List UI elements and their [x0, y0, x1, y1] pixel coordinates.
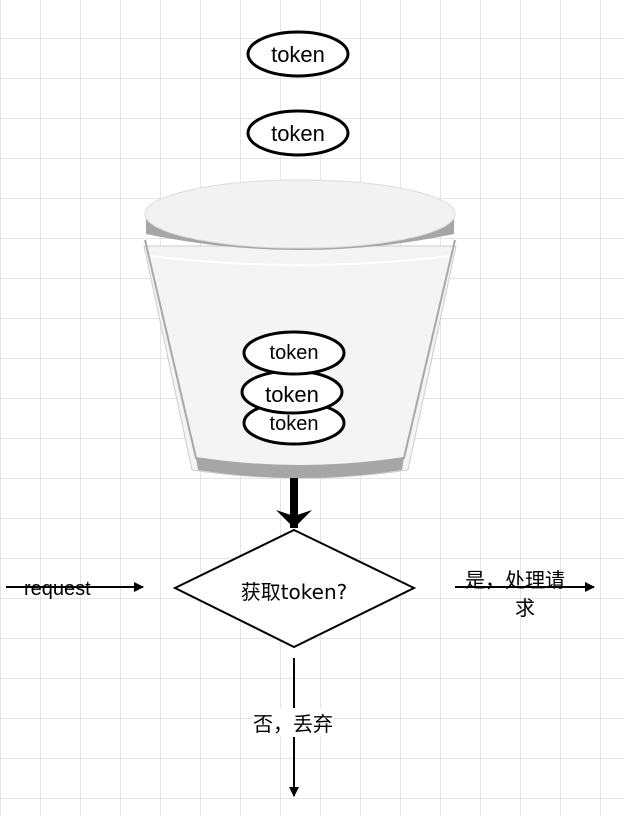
request-label: request: [24, 578, 91, 600]
stack-token-top-label: token: [269, 342, 319, 364]
stack-token-top-shape: [242, 330, 346, 376]
falling-token-1-label: token: [271, 42, 325, 67]
stack-token-middle-label: token: [265, 382, 319, 407]
falling-token-2-shape: [246, 109, 350, 157]
stack-token-bottom-label: token: [269, 413, 319, 435]
yes-branch-label-line2: 求: [515, 596, 535, 620]
falling-token-2-label: token: [271, 121, 325, 146]
decision-question: 获取token?: [240, 580, 348, 604]
yes-branch-label-line1: 是，处理请: [465, 568, 565, 592]
decision-diamond: [172, 528, 417, 649]
falling-token-1-shape: [246, 30, 350, 78]
no-branch-label: 否，丢弃: [253, 708, 333, 737]
